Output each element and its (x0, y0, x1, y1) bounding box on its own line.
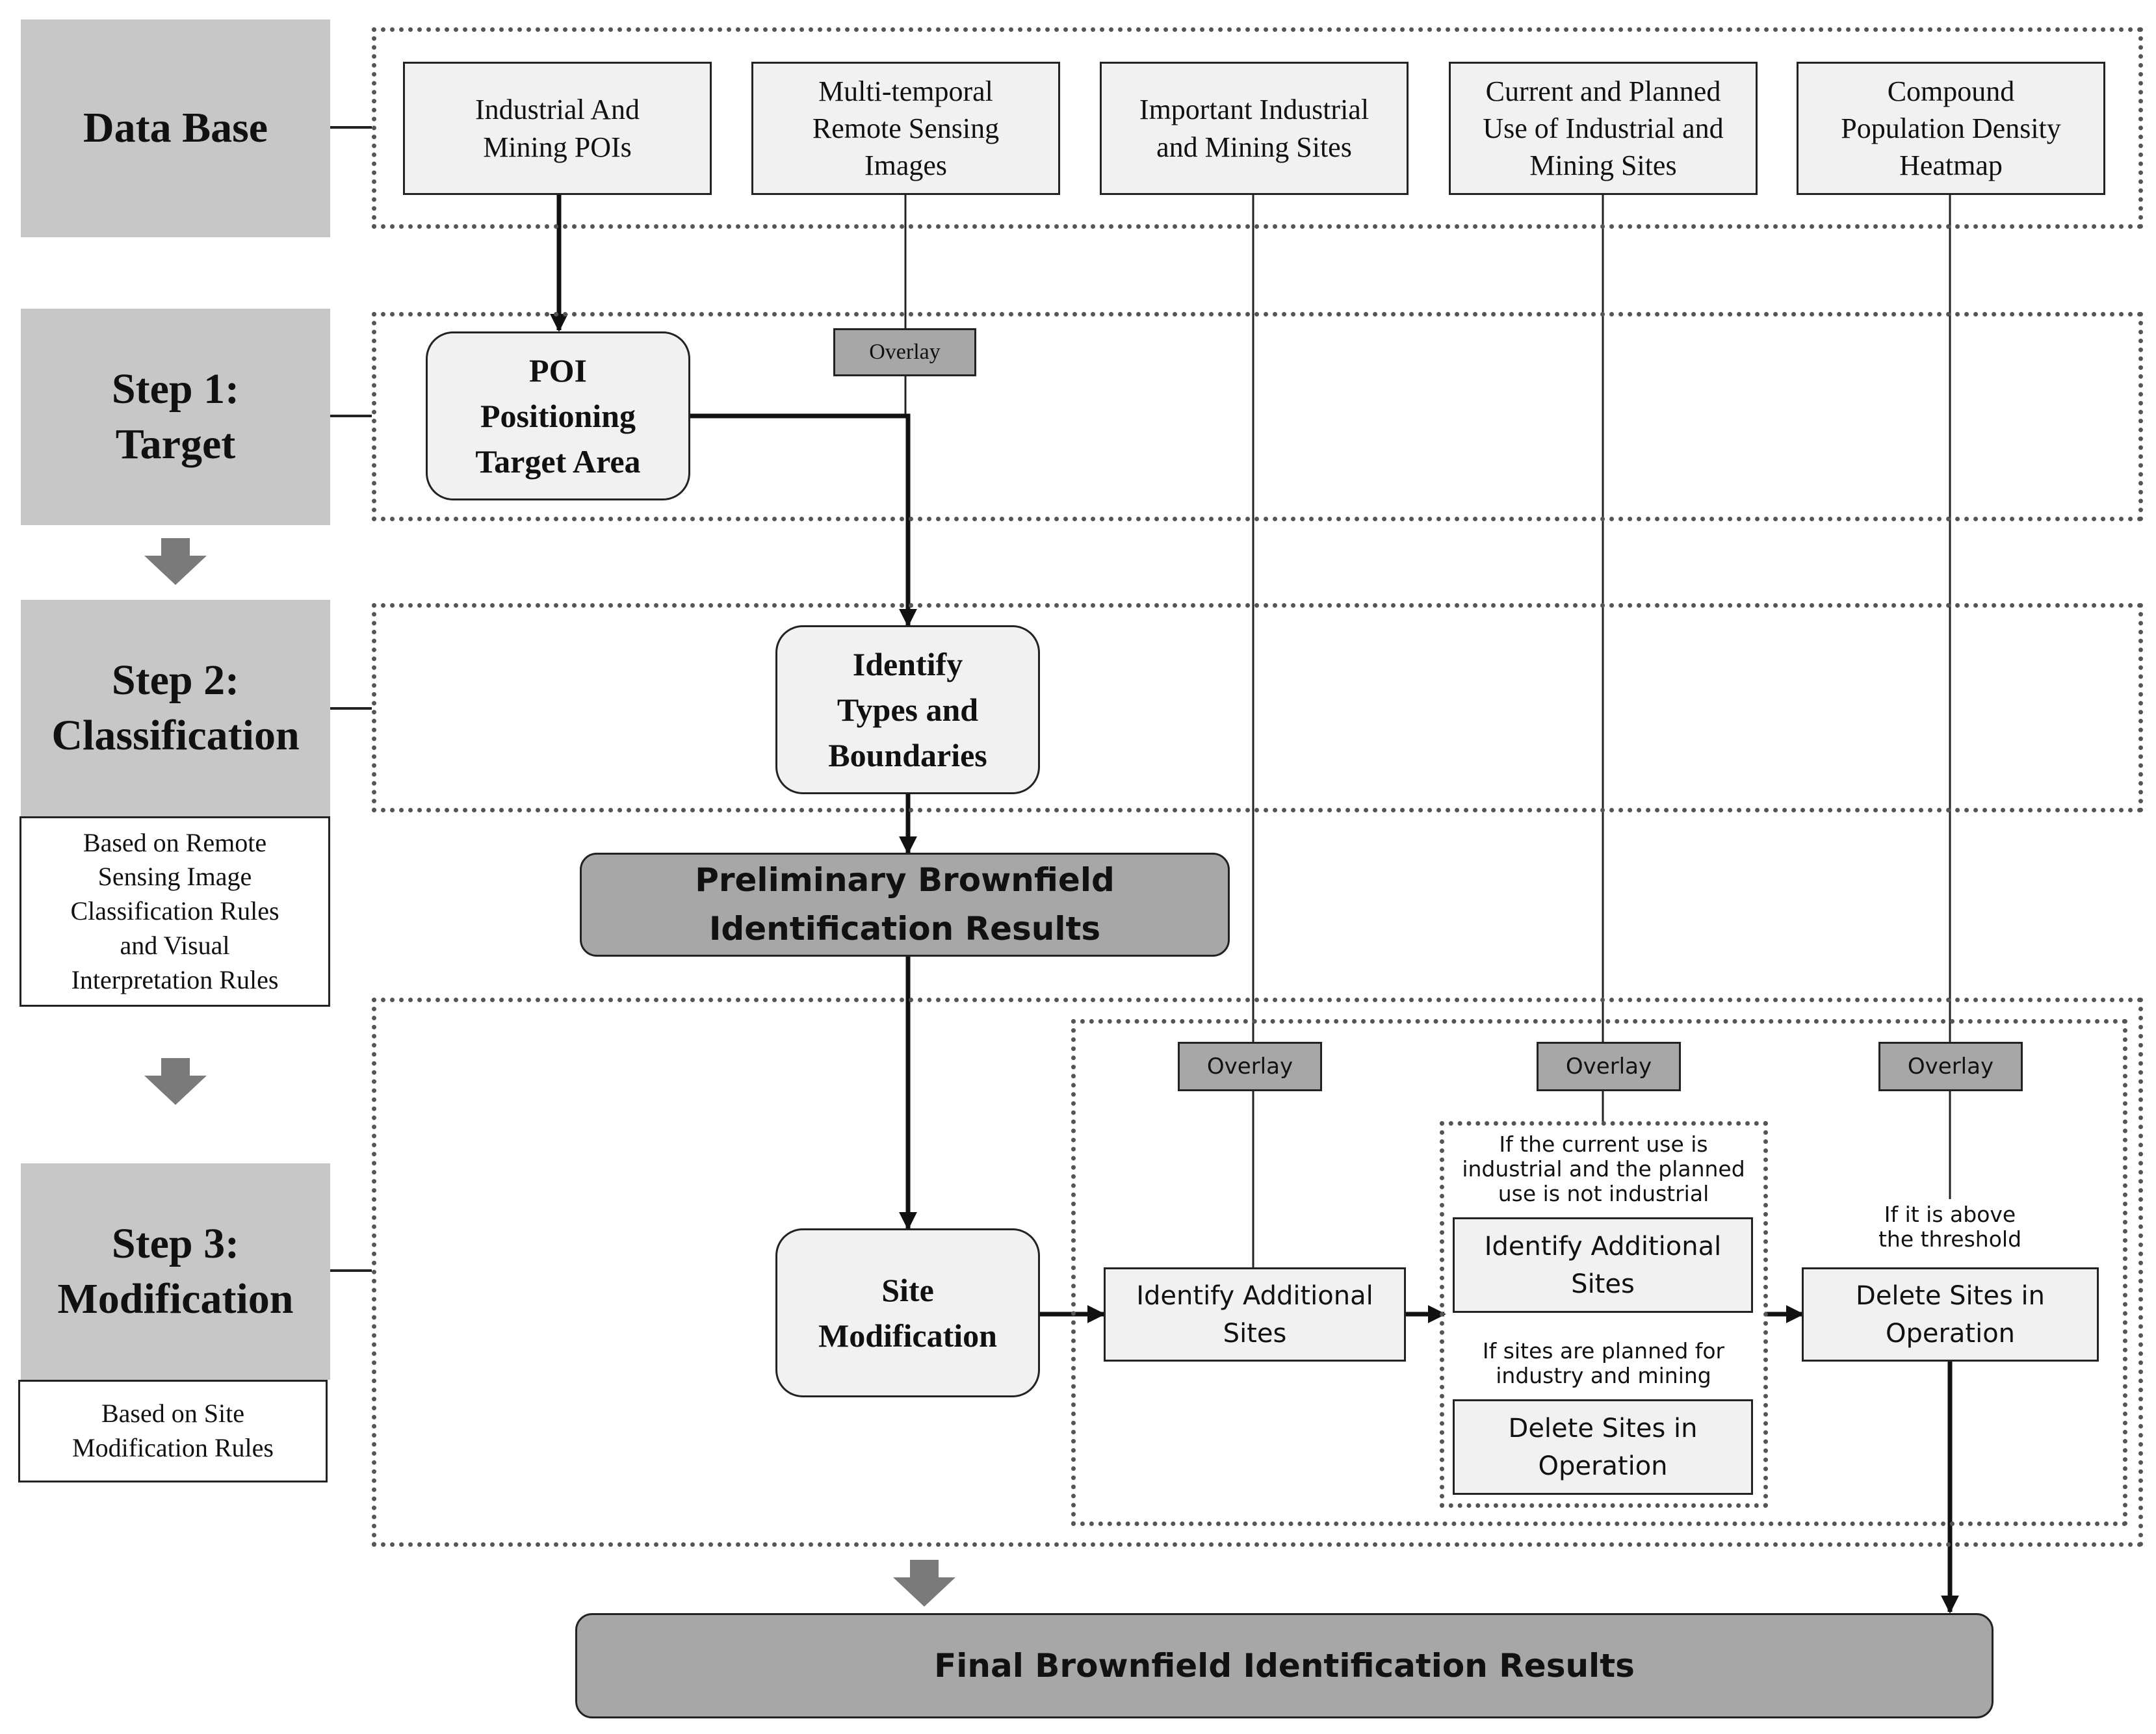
overlay-badge-step1: Overlay (833, 328, 976, 376)
block-arrows (144, 538, 955, 1607)
overlay-badge-planned-use: Overlay (1537, 1042, 1681, 1091)
overlay-badge-important-sites: Overlay (1178, 1042, 1322, 1091)
db-item-population-heatmap: Compound Population Density Heatmap (1797, 62, 2105, 195)
frame-modification-operations (1071, 1019, 2127, 1526)
process-site-modification: Site Modification (775, 1228, 1040, 1397)
db-item-industrial-mining-pois: Industrial And Mining POIs (403, 62, 712, 195)
frame-step3 (372, 998, 2143, 1547)
arrow-target-to-identify (689, 413, 917, 627)
note-step3: Based on Site Modification Rules (18, 1380, 328, 1482)
stage-step1: Step 1: Target (21, 309, 330, 525)
block-arrow-step1 (144, 538, 207, 585)
condition-threshold: If it is above the threshold (1878, 1201, 2022, 1252)
op-identify-additional-sites-1: Identify Additional Sites (1104, 1267, 1406, 1362)
process-poi-positioning: POI Positioning Target Area (426, 331, 690, 500)
overlay-badge-heatmap: Overlay (1878, 1042, 2023, 1091)
stage-step3: Step 3: Modification (21, 1163, 330, 1380)
condition-planned-industry: If sites are planned for industry and mi… (1482, 1338, 1725, 1388)
frame-step1 (372, 312, 2143, 521)
op-identify-additional-sites-2: Identify Additional Sites (1453, 1217, 1753, 1313)
frame-step2 (372, 603, 2143, 812)
block-arrow-step3 (893, 1560, 955, 1607)
db-item-remote-sensing-images: Multi-temporal Remote Sensing Images (751, 62, 1060, 195)
note-step2: Based on Remote Sensing Image Classifica… (19, 816, 330, 1007)
final-results: Final Brownfield Identification Results (575, 1613, 1994, 1718)
db-item-important-sites: Important Industrial and Mining Sites (1100, 62, 1409, 195)
overlay-feed-lines (904, 195, 1951, 1269)
condition-current-use: If the current use is industrial and the… (1462, 1132, 1745, 1206)
frame-database (372, 27, 2143, 229)
stage-step2: Step 2: Classification (21, 600, 330, 816)
db-item-current-planned-use: Current and Planned Use of Industrial an… (1449, 62, 1758, 195)
block-arrow-step2 (144, 1058, 207, 1105)
stage-ticks (330, 126, 372, 1272)
process-identify-types: Identify Types and Boundaries (775, 625, 1040, 794)
op-delete-sites-1: Delete Sites in Operation (1453, 1399, 1753, 1495)
preliminary-results: Preliminary Brownfield Identification Re… (580, 853, 1230, 957)
frame-planned-use-group (1440, 1121, 1768, 1508)
op-delete-sites-2: Delete Sites in Operation (1802, 1267, 2099, 1362)
stage-database: Data Base (21, 19, 330, 237)
